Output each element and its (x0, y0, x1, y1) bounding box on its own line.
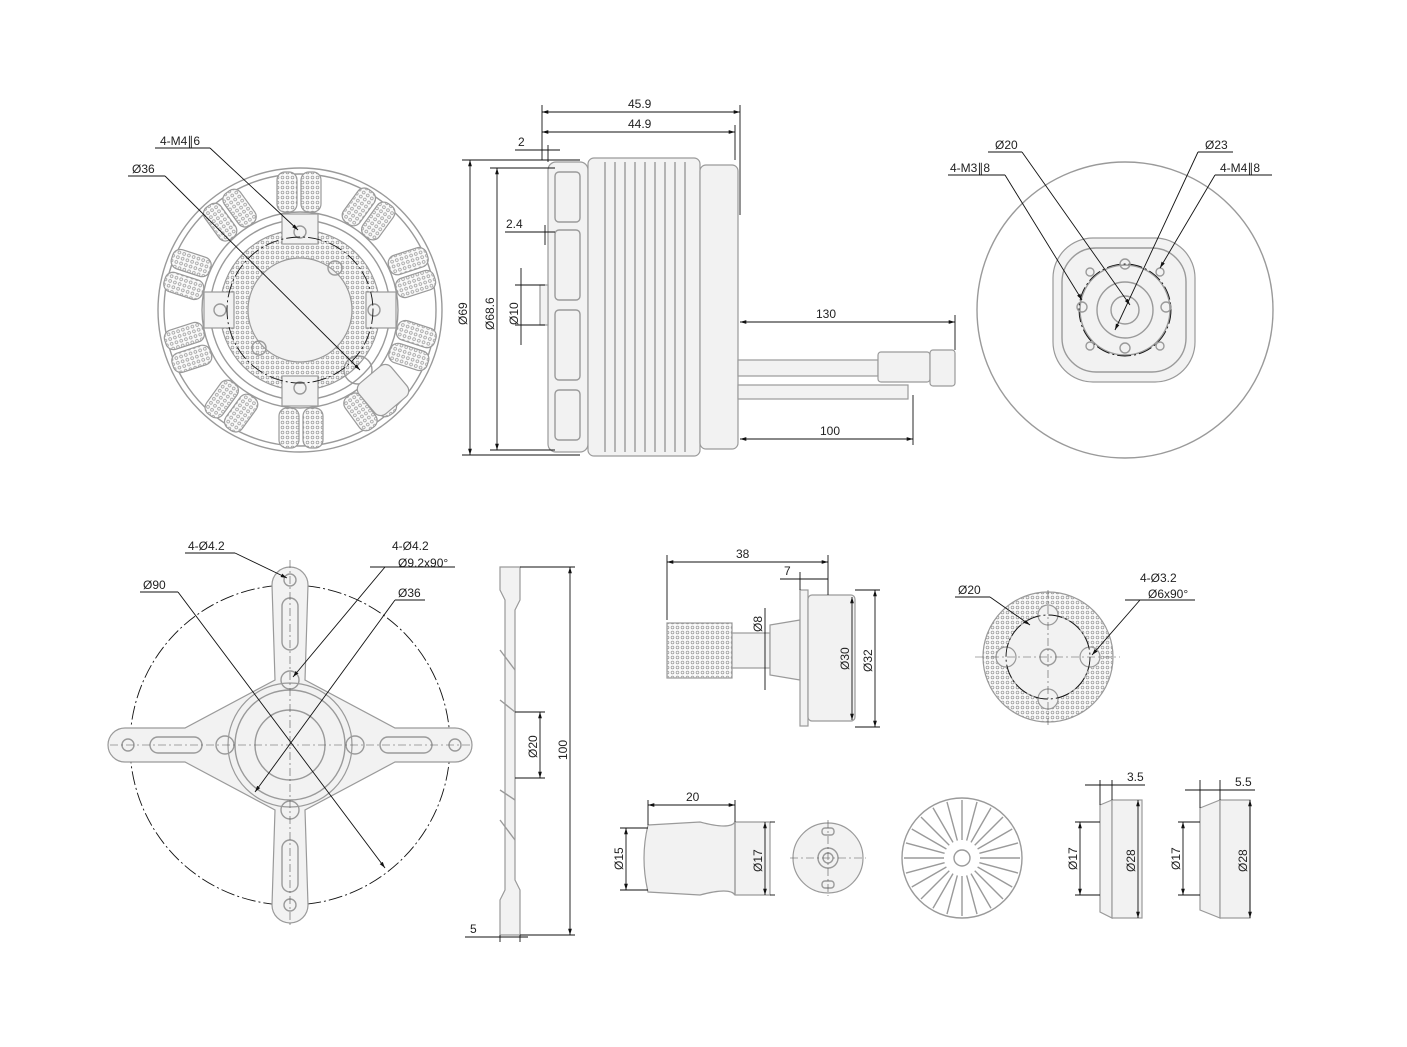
overall-length-label: 45.9 (628, 97, 652, 111)
outer-circle-label: Ø90 (143, 578, 166, 592)
washer-b-outer-label: Ø28 (1236, 849, 1250, 872)
outer-circle-label: Ø23 (1205, 138, 1228, 152)
countersink-label: Ø6x90° (1148, 587, 1188, 601)
m3-thread-label: 4-M3∥8 (950, 161, 990, 175)
m4-thread-label: 4-M4∥8 (1220, 161, 1260, 175)
short-lead-length-label: 100 (820, 424, 840, 438)
washer-b-view: 5.5 Ø17 Ø28 (1169, 775, 1255, 919)
adapter-face-view: Ø20 4-Ø3.2 Ø6x90° (955, 571, 1195, 725)
washer-b-thickness-label: 5.5 (1235, 775, 1252, 789)
mount-plate-view: 4-Ø4.2 4-Ø4.2 Ø9.2x90° Ø90 Ø36 (107, 539, 473, 925)
flange-inner-label: Ø30 (838, 647, 852, 670)
washer-a-view: 3.5 Ø17 Ø28 (1066, 770, 1145, 919)
flange-offset-label: 2 (518, 135, 525, 149)
plate-side-view: 100 Ø20 5 (465, 566, 575, 942)
washer-a-inner-label: Ø17 (1066, 847, 1080, 870)
shaft-diameter-label: Ø10 (507, 302, 521, 325)
inner-circle-label: Ø36 (398, 586, 421, 600)
hole-label: 4-Ø3.2 (1140, 571, 1177, 585)
tip-diameter-label: Ø15 (612, 847, 626, 870)
body-length-label: 44.9 (628, 117, 652, 131)
countersink-label: Ø9.2x90° (398, 556, 448, 570)
rotor-diameter-label: Ø68.6 (483, 297, 497, 330)
hole-label: 4-Ø4.2 (188, 539, 225, 553)
washer-a-outer-label: Ø28 (1124, 849, 1138, 872)
thread-label: 4-M4∥6 (160, 134, 200, 148)
adapter-length-label: 38 (736, 547, 750, 561)
prop-adapter-view: 38 7 Ø8 Ø30 Ø32 (666, 547, 880, 728)
rear-view: Ø20 4-M3∥8 Ø23 4-M4∥8 (948, 138, 1274, 459)
spinner-view: 20 Ø15 Ø17 (612, 775, 1045, 941)
plate-height-label: 100 (556, 740, 570, 760)
base-diameter-label: Ø17 (751, 849, 765, 872)
center-bore-label: Ø20 (526, 735, 540, 758)
long-lead-length-label: 130 (816, 307, 836, 321)
flange-outer-label: Ø32 (861, 649, 875, 672)
washer-a-thickness-label: 3.5 (1127, 770, 1144, 784)
spinner-length-label: 20 (686, 790, 700, 804)
step-offset-label: 2.4 (506, 217, 523, 231)
side-view: 45.9 44.9 2 2.4 Ø69 Ø68.6 Ø10 130 100 (456, 97, 956, 457)
front-view: 4-M4∥6 Ø36 (128, 134, 443, 453)
flange-length-label: 7 (784, 564, 791, 578)
pattern-circle-label: Ø20 (958, 583, 981, 597)
washer-b-inner-label: Ø17 (1169, 847, 1183, 870)
inner-circle-label: Ø20 (995, 138, 1018, 152)
bore-diameter-label: Ø36 (132, 162, 155, 176)
shaft-label: Ø8 (751, 616, 765, 632)
outer-diameter-label: Ø69 (456, 302, 470, 325)
plate-thickness-label: 5 (470, 922, 477, 936)
countersink-hole-label: 4-Ø4.2 (392, 539, 429, 553)
